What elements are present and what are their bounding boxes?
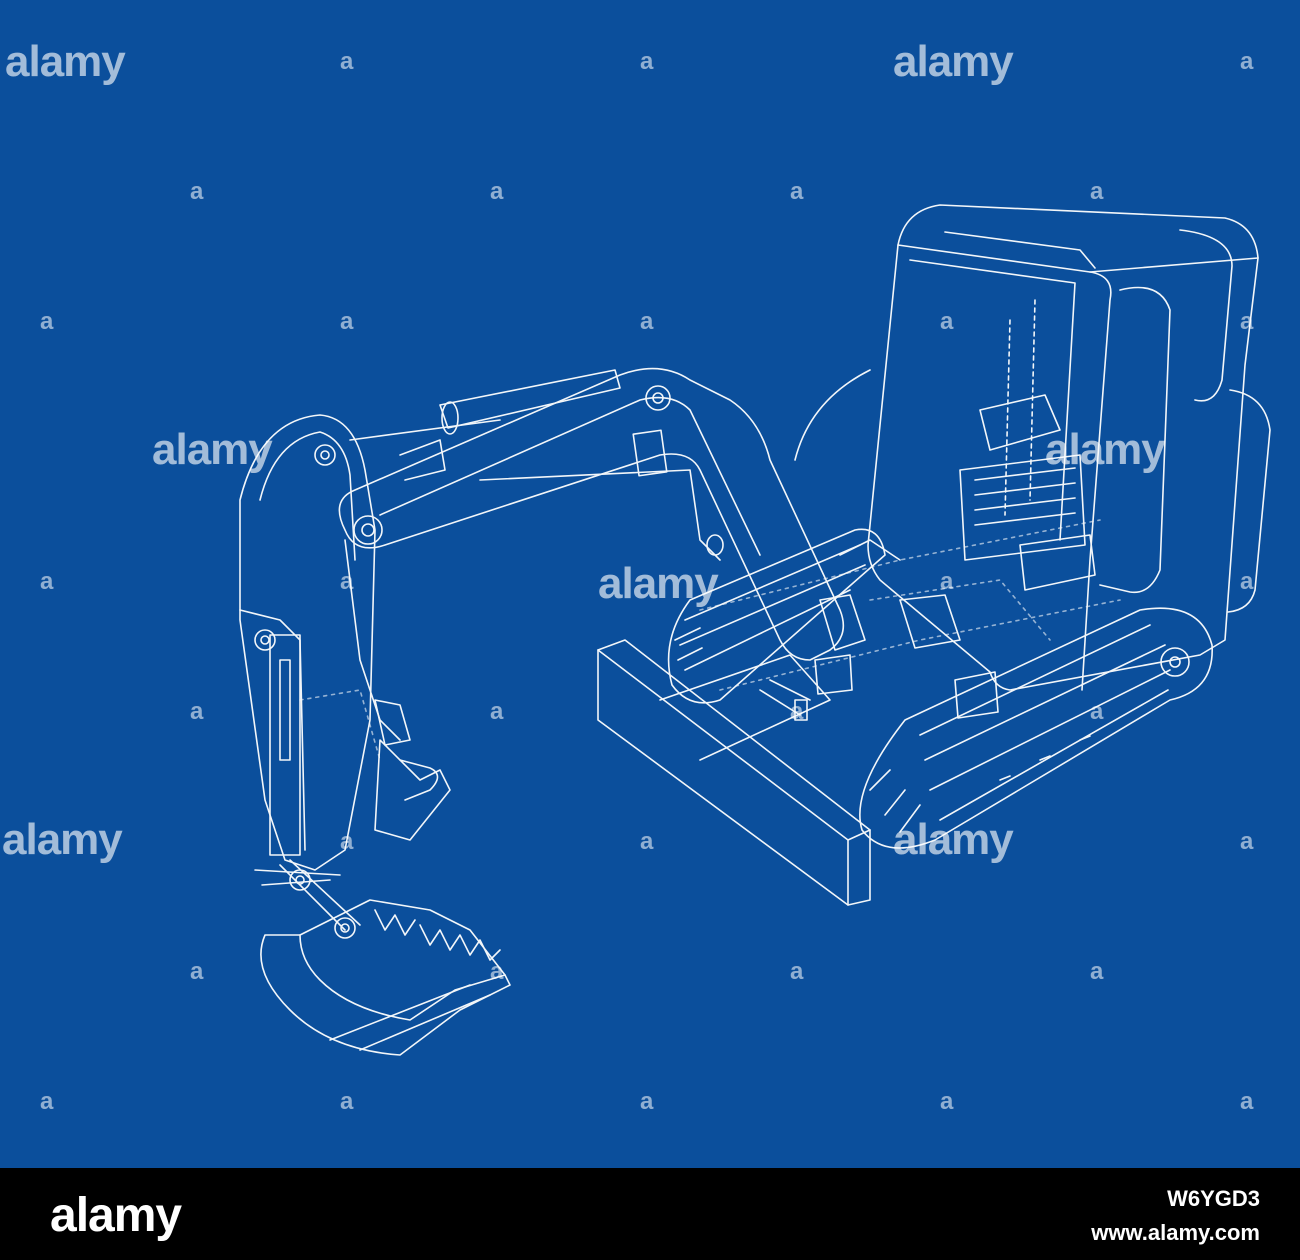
right-track	[859, 607, 1213, 849]
watermark-letter: a	[190, 698, 204, 725]
footer-bar: alamy W6YGD3 www.alamy.com	[0, 1168, 1300, 1260]
watermark-letter: a	[1090, 178, 1104, 205]
dozer-blade	[597, 639, 871, 906]
boom-arm	[338, 367, 866, 695]
watermark-letter: a	[1090, 958, 1104, 985]
watermark-logo: alamy	[152, 425, 273, 474]
watermark-letter: a	[490, 178, 504, 205]
watermark-letter: a	[1240, 1088, 1254, 1115]
cab-outline	[867, 204, 1259, 691]
watermark-letter: a	[790, 178, 804, 205]
footer-logo: alamy	[50, 1189, 182, 1242]
watermark-letter: a	[340, 568, 354, 595]
watermark-logo: alamy	[5, 37, 126, 86]
watermark-letter: a	[340, 1088, 354, 1115]
watermark-letter: a	[790, 958, 804, 985]
bucket-linkage	[254, 739, 451, 939]
watermark-letter: a	[40, 568, 54, 595]
watermark-letter: a	[190, 958, 204, 985]
watermark-logo: alamy	[598, 559, 719, 608]
watermark-letter: a	[940, 308, 954, 335]
watermark-letter: a	[1240, 828, 1254, 855]
site-url: www.alamy.com	[1091, 1220, 1260, 1245]
watermark-letter: a	[940, 1088, 954, 1115]
watermark-letter: a	[1240, 308, 1254, 335]
watermark-logo: alamy	[1045, 425, 1166, 474]
watermark-letter: a	[1240, 48, 1254, 75]
watermark-letter: a	[1090, 698, 1104, 725]
bucket	[260, 899, 511, 1056]
watermark-letter: a	[40, 1088, 54, 1115]
watermark-letter: a	[640, 48, 654, 75]
watermark-letter: a	[40, 308, 54, 335]
boom-cylinder	[349, 369, 724, 561]
watermark-logo: alamy	[893, 37, 1014, 86]
blueprint-image: alamy alamy alamy alamy alamy alamy alam…	[0, 0, 1300, 1168]
hidden-lines	[299, 519, 1121, 761]
watermark-letter: a	[940, 568, 954, 595]
upper-body	[794, 369, 1271, 719]
watermark-logo: alamy	[893, 815, 1014, 864]
watermark-letter: a	[490, 958, 504, 985]
watermark-letter: a	[340, 308, 354, 335]
watermark-letter: a	[640, 308, 654, 335]
stick-arm	[239, 414, 411, 871]
excavator-wireframe-drawing	[239, 204, 1271, 1056]
watermark-logo: alamy	[2, 815, 123, 864]
watermark-letter: a	[640, 828, 654, 855]
watermark-letter: a	[640, 1088, 654, 1115]
footer-info: W6YGD3 www.alamy.com	[1091, 1186, 1260, 1246]
left-track	[667, 528, 886, 704]
image-id: W6YGD3	[1167, 1186, 1260, 1211]
watermark-letter: a	[1240, 568, 1254, 595]
watermark-letter: a	[340, 828, 354, 855]
watermark-letter: a	[190, 178, 204, 205]
watermark-letter: a	[790, 698, 804, 725]
watermark-letter: a	[490, 698, 504, 725]
watermark-letter: a	[340, 48, 354, 75]
